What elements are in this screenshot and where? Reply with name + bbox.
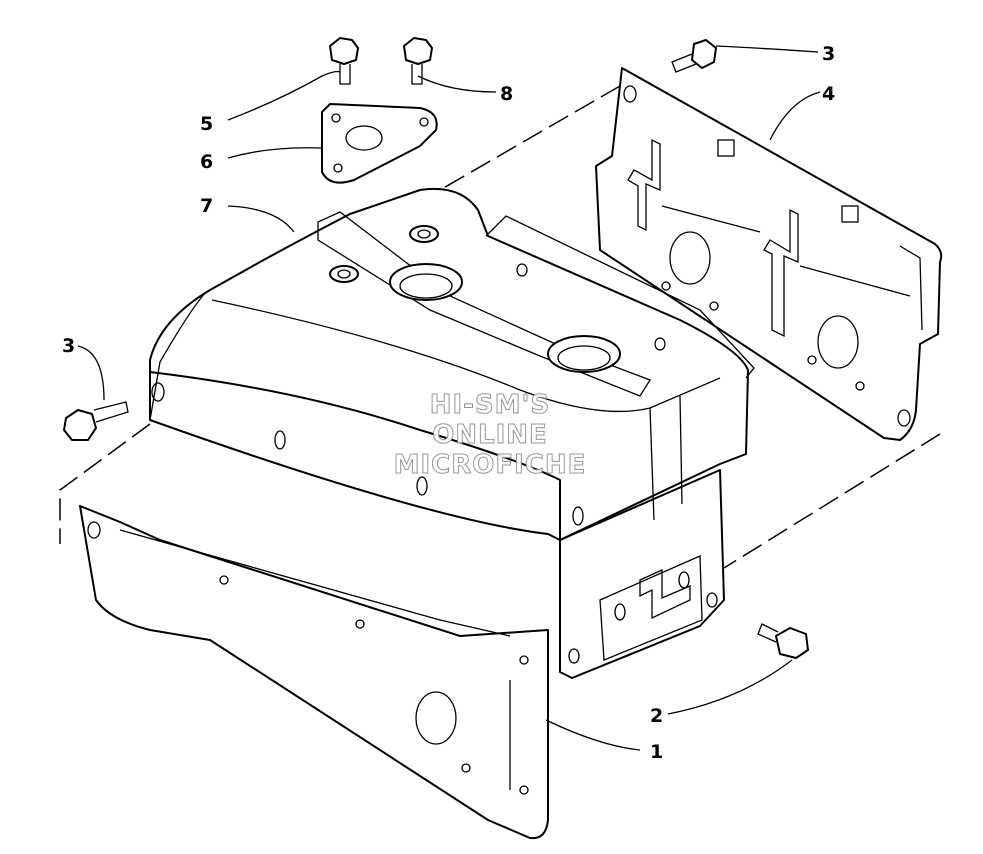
callout-labels: 1 2 3 3 4 5 6 7 8 [62, 43, 835, 763]
bolt-8 [403, 37, 433, 85]
watermark-line-2: ONLINE [432, 420, 548, 451]
gasket-plate [321, 103, 438, 184]
callout-6: 6 [200, 151, 213, 173]
callout-3-left: 3 [62, 335, 75, 357]
bolt-3-left [63, 401, 129, 441]
callout-3-top: 3 [822, 43, 835, 65]
callout-5: 5 [200, 113, 213, 135]
bolt-3-top [671, 39, 717, 73]
side-bracket [559, 469, 725, 679]
callout-1: 1 [650, 741, 663, 763]
bolt-5 [329, 37, 359, 85]
leader-lines [77, 45, 821, 751]
lower-mounting-bracket [79, 505, 549, 840]
callout-7: 7 [200, 195, 213, 217]
rear-mounting-plate [595, 67, 943, 441]
watermark-line-1: HI-SM'S [429, 390, 551, 421]
bolt-2 [757, 623, 809, 659]
watermark-line-3: MICROFICHE [393, 450, 587, 481]
callout-8: 8 [500, 83, 513, 105]
watermark: HI-SM'S ONLINE MICROFICHE [360, 390, 620, 481]
callout-4: 4 [822, 83, 835, 105]
callout-2: 2 [650, 705, 663, 727]
alignment-lines [59, 85, 941, 569]
muffler-housing [149, 187, 755, 541]
